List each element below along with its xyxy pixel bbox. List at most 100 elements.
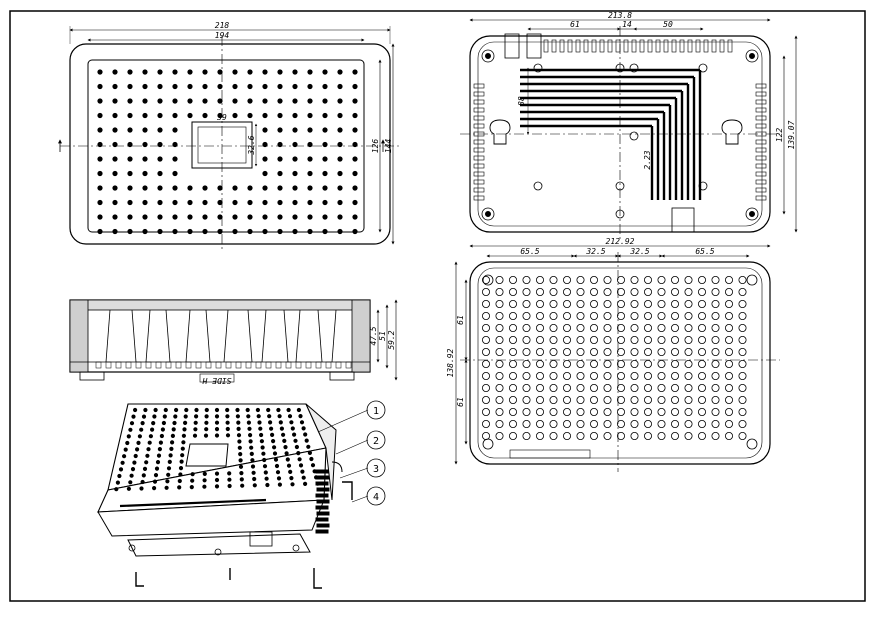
side-fin [316,475,330,480]
vent-hole [549,311,558,320]
vent-hole [307,170,313,177]
vent-hole [352,98,358,104]
callout-circle-4 [366,486,386,506]
base-tooth [295,361,302,369]
vent-hole [292,214,298,220]
vent-hole [187,83,193,90]
vent-hole [97,69,103,75]
vent-hole [289,476,294,481]
vent-hole [671,419,680,428]
vent-hole [337,69,343,75]
vent-hole [352,69,358,75]
vent-hole [671,335,680,344]
base-tooth [305,361,312,369]
side-slot [473,99,485,105]
vent-hole [711,275,720,284]
vent-hole [172,156,178,162]
vent-hole [563,419,572,428]
callout-circle-2 [366,430,386,450]
vent-hole [603,419,612,428]
vent-hole [549,395,558,404]
vent-hole [711,383,720,392]
vent-hole [304,438,309,443]
vent-hole [352,199,358,206]
vent-hole [508,419,517,428]
vent-hole [97,228,103,235]
vent-hole [307,185,313,191]
edge-slot [695,39,701,53]
vent-hole [180,446,185,451]
side-fin [315,505,329,510]
edge-slot [727,39,733,53]
vent-hole [187,199,193,206]
vent-hole [214,471,220,476]
vent-hole [277,414,282,419]
vent-hole [190,472,195,477]
section-rib [295,309,301,363]
vent-hole [268,420,273,425]
side-slot [473,147,485,153]
vent-hole [157,228,163,235]
vent-hole [698,395,707,404]
vent-hole [187,98,193,104]
edge-slot [679,39,685,53]
vent-hole [322,185,328,191]
vent-hole [549,419,558,428]
section-rib [105,309,111,363]
vent-hole [194,407,199,413]
iso-lid-holes [114,407,320,492]
vent-hole [187,228,193,235]
vent-hole [337,170,343,177]
base-tooth [345,361,352,369]
base-tooth [175,361,182,369]
vent-hole [239,477,244,482]
vent-hole [127,170,133,177]
vent-hole [136,440,141,445]
vent-hole [97,141,103,148]
base-tooth [215,361,222,369]
vent-hole [170,433,175,438]
vent-hole [232,112,238,119]
vent-hole [247,426,252,431]
vent-hole [279,426,284,431]
vent-hole [157,141,163,148]
edge-slot [575,39,581,53]
vent-hole [352,112,358,119]
side-section-label: SIDE H [202,376,231,385]
vent-hole [247,83,253,90]
vent-hole [272,445,277,450]
vent-hole [292,185,298,191]
vent-hole [617,359,626,368]
vent-hole [142,214,148,220]
edge-slot [607,39,613,53]
vent-hole [644,275,653,284]
side-slot [473,107,485,113]
vent-hole [236,433,242,438]
vent-hole [97,170,103,177]
vent-hole [152,479,158,484]
vent-hole [112,228,118,235]
vent-hole [630,419,639,428]
vent-hole [337,185,343,191]
vent-hole [698,371,707,380]
vent-hole [238,464,244,469]
side-dim-h2: 51 [378,331,387,341]
vent-hole [522,311,531,320]
vent-hole [153,473,159,478]
vent-hole [617,335,626,344]
vent-hole [684,347,693,356]
vent-hole [684,407,693,416]
vent-hole [292,98,298,104]
vent-hole [522,431,531,440]
vent-hole [698,287,707,296]
vent-hole [270,432,275,437]
vent-hole [495,431,504,440]
vent-hole [129,473,134,478]
side-fin [316,499,330,504]
vent-hole [508,383,517,392]
vent-hole [217,228,223,235]
vent-hole [590,323,599,332]
vent-hole [112,69,118,75]
vent-hole [352,156,358,162]
vent-hole [738,347,747,356]
